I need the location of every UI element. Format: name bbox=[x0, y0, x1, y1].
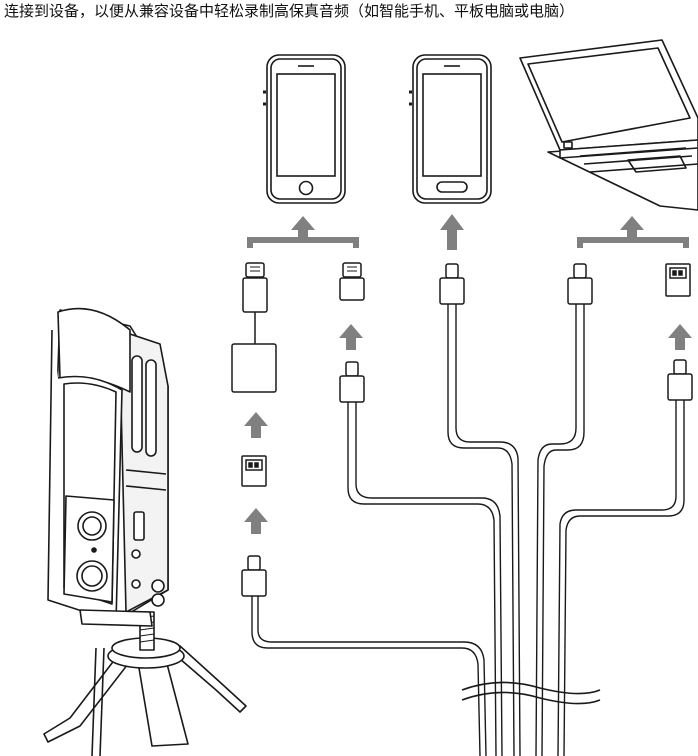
android-phone-icon bbox=[409, 54, 492, 204]
arrow-up-icon bbox=[668, 324, 692, 350]
lightning-plug bbox=[339, 262, 365, 301]
usb-c-plug bbox=[439, 263, 465, 305]
usb-a-plug bbox=[665, 263, 691, 297]
iphone-icon bbox=[263, 54, 346, 204]
usb-c-plug bbox=[567, 263, 593, 305]
connection-arrows bbox=[244, 214, 692, 534]
usb-c-plug bbox=[339, 361, 365, 403]
lightning-adapter bbox=[231, 343, 277, 393]
tripod-stand bbox=[43, 611, 247, 756]
microphone bbox=[43, 307, 247, 756]
cables bbox=[251, 304, 685, 756]
usb-c-plug bbox=[241, 555, 267, 597]
arrow-up-icon bbox=[339, 324, 363, 350]
usb-a-plug bbox=[241, 455, 267, 487]
usb-c-plug bbox=[667, 359, 693, 401]
laptop-icon bbox=[519, 39, 698, 211]
arrow-up-icon bbox=[244, 508, 268, 534]
lightning-plug bbox=[242, 262, 268, 344]
header-text: 连接到设备，以便从兼容设备中轻松录制高保真音频（如智能手机、平板电脑或电脑） bbox=[4, 3, 575, 20]
arrow-up-icon bbox=[244, 412, 268, 438]
